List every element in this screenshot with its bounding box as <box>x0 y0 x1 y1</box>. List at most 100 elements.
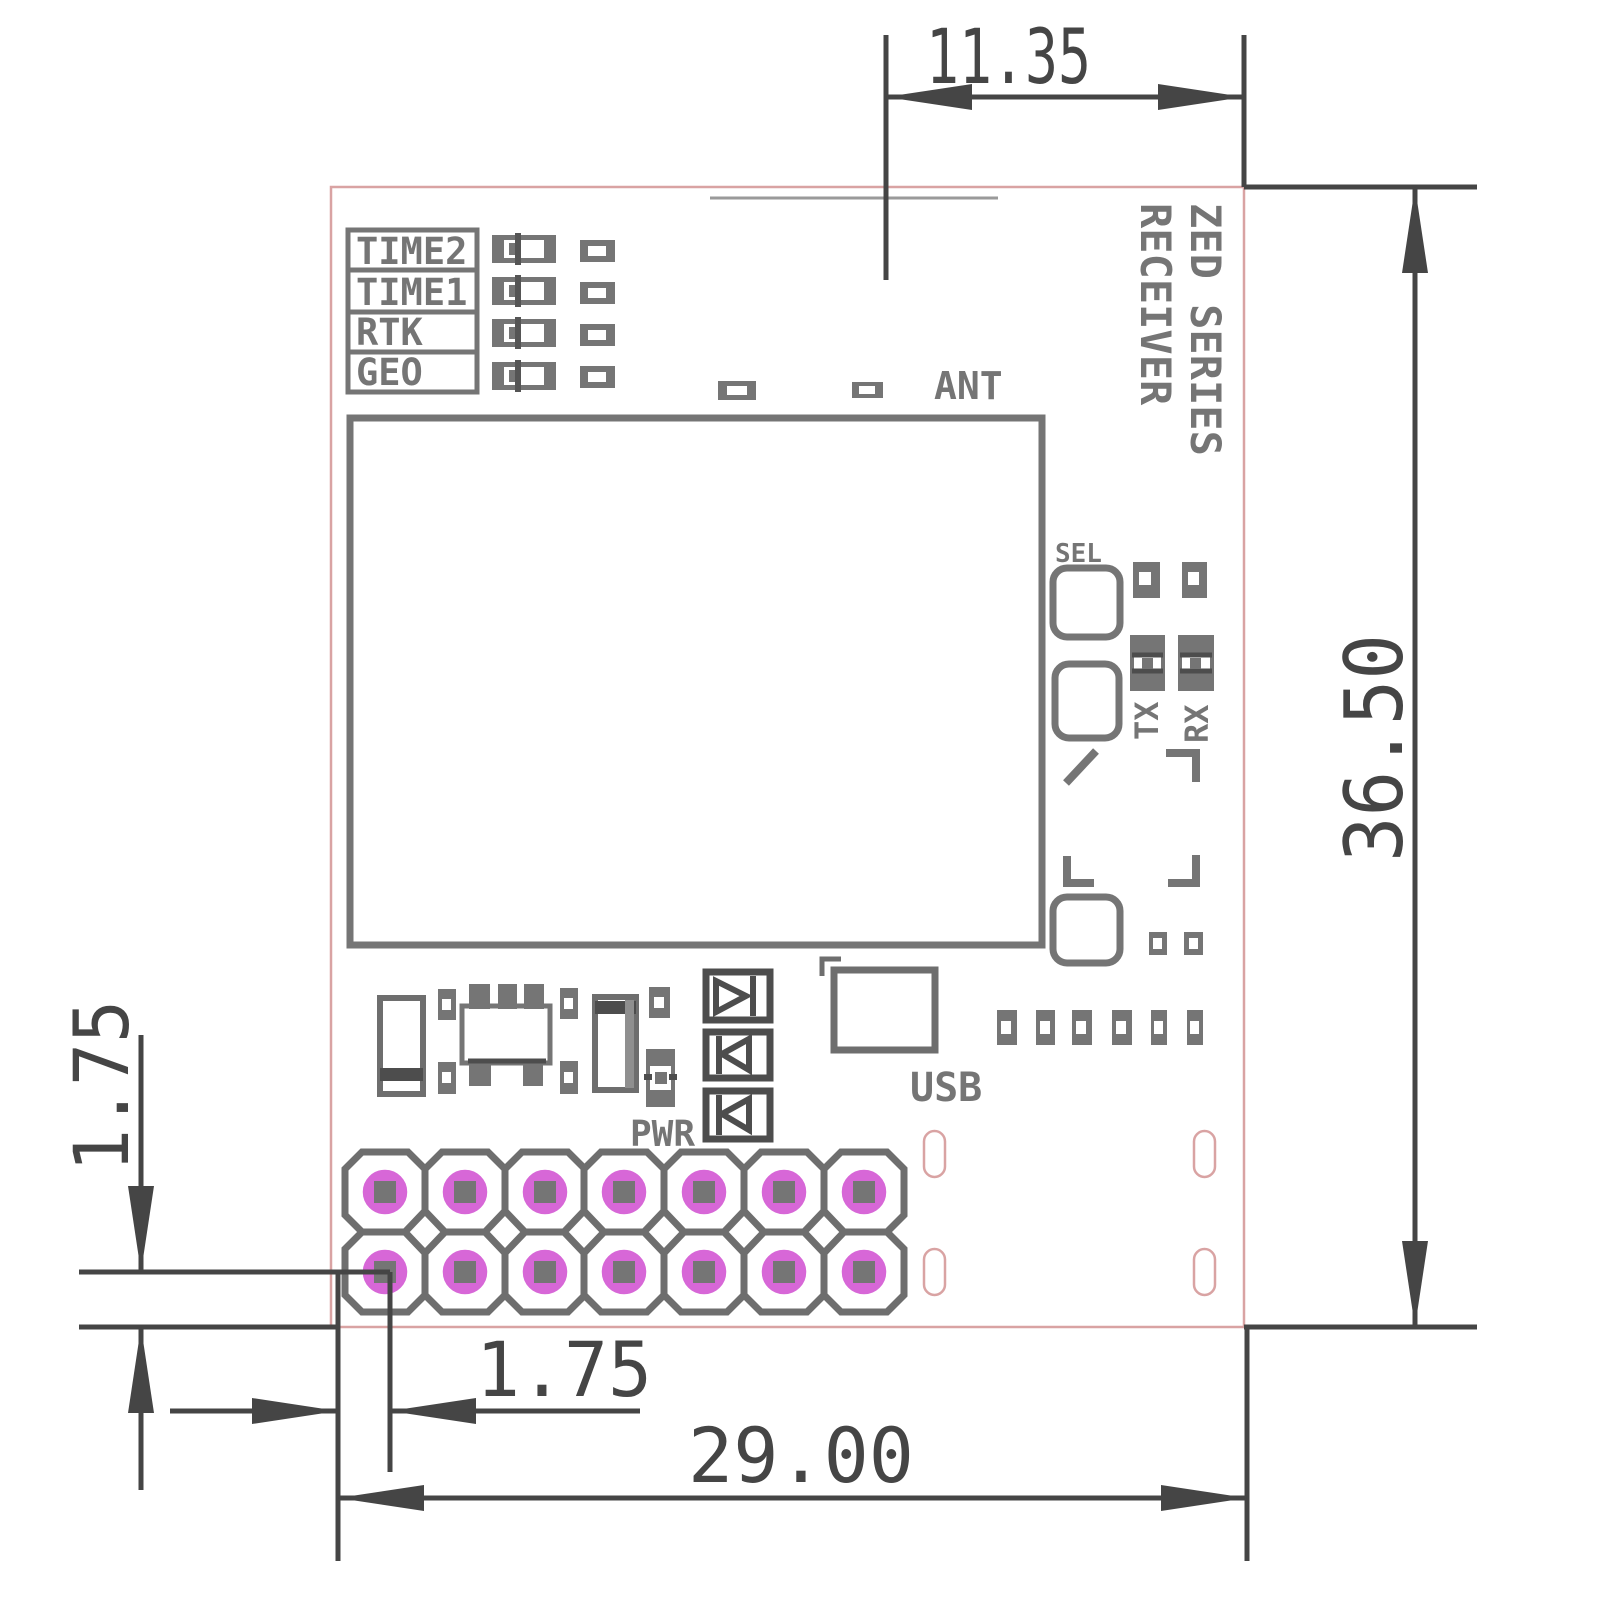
component-band <box>1132 673 1163 689</box>
arrowhead <box>1402 1241 1428 1327</box>
dimension-board-width: 29.00 <box>338 1327 1250 1561</box>
led-pad <box>492 317 556 349</box>
smd-pad-hole <box>1116 1021 1126 1034</box>
dimension-value: 29.00 <box>688 1411 914 1500</box>
smd-pad-hole <box>1040 1021 1050 1034</box>
capacitor <box>592 994 639 1093</box>
board-outline <box>329 185 1246 1329</box>
diode-triangle <box>715 1033 752 1076</box>
diode <box>702 968 774 1024</box>
smd-pad-hole <box>1188 572 1199 585</box>
tx-label: TX <box>1128 701 1166 740</box>
dimension-layer: 11.35 36.50 1.75 <box>57 12 1477 1561</box>
button-pad <box>1049 893 1124 967</box>
arrowhead <box>390 1398 476 1424</box>
diode <box>702 1028 774 1082</box>
corner-mark <box>1166 749 1200 782</box>
sel-button <box>1049 564 1124 641</box>
board-title-line1: ZED SERIES <box>1181 203 1230 456</box>
led-label-table: TIME2 TIME1 RTK GEO <box>345 227 480 395</box>
regulator-sot23 <box>459 984 553 1086</box>
component-band <box>1132 637 1163 653</box>
arrowhead <box>1158 84 1244 110</box>
led-label-geo: GEO <box>356 351 423 394</box>
silk-slash-mark <box>1063 748 1099 786</box>
arrowhead <box>252 1398 338 1424</box>
dimension-antenna-offset: 11.35 <box>883 12 1247 280</box>
dimension-value: 1.75 <box>476 1325 652 1414</box>
diode-body <box>702 968 774 1024</box>
capacitor <box>377 995 426 1097</box>
led-pad <box>492 233 556 265</box>
smd-pad-hole <box>442 999 451 1010</box>
component-band <box>1180 637 1212 653</box>
rx-label: RX <box>1178 704 1216 743</box>
mount-slot <box>1192 1247 1217 1297</box>
component-dot <box>1142 658 1153 669</box>
capacitor-stripe <box>380 1068 423 1081</box>
dimension-value: 36.50 <box>1328 634 1421 862</box>
smd-pad-hole <box>1153 938 1162 949</box>
component-dot <box>1190 658 1201 669</box>
resistor-pad <box>580 324 615 346</box>
led-label-time1: TIME1 <box>356 271 467 314</box>
smd-pad-hole <box>1001 1021 1011 1034</box>
diode-triangle <box>713 976 753 1017</box>
diode <box>702 1087 774 1143</box>
capacitor-shade <box>625 1000 634 1088</box>
usb-connector <box>830 966 939 1054</box>
tx-resistor <box>1130 635 1165 691</box>
rx-resistor <box>1178 635 1214 691</box>
regulator-pin <box>524 984 544 1009</box>
sel-label: SEL <box>1055 539 1102 569</box>
smd-pad-hole <box>654 997 664 1008</box>
board-title-line2: RECEIVER <box>1131 203 1180 406</box>
led-label-time2: TIME2 <box>356 230 467 273</box>
arrowhead <box>128 1327 154 1413</box>
led-pad <box>492 275 556 307</box>
smd-pad-hole <box>1076 1021 1086 1034</box>
dimension-board-height: 36.50 <box>1244 184 1477 1330</box>
mount-slot <box>922 1247 947 1297</box>
led-label-rtk: RTK <box>356 311 424 354</box>
regulator-pin <box>469 1061 491 1086</box>
usb-corner-mark <box>819 956 841 976</box>
arrowhead <box>1402 187 1428 273</box>
pwr-label: PWR <box>630 1114 695 1155</box>
smd-pad-hole <box>564 1072 573 1083</box>
mount-slot <box>922 1129 947 1179</box>
corner-mark <box>1168 855 1200 887</box>
regulator-pin <box>469 984 490 1009</box>
resistor-pad <box>580 240 615 262</box>
pin-header <box>345 1152 904 1312</box>
smd-pad-hole <box>1139 572 1151 585</box>
resistor-pad <box>580 282 615 304</box>
dimension-value: 1.75 <box>57 1000 146 1172</box>
dimension-pin-col-offset: 1.75 <box>170 1272 652 1561</box>
resistor-pad <box>580 366 615 388</box>
arrowhead <box>128 1186 154 1272</box>
pad-dot <box>655 1072 667 1084</box>
corner-mark <box>1063 856 1094 887</box>
component-band <box>1180 673 1212 689</box>
smd-pad-hole <box>1190 1021 1199 1034</box>
ant-pad-hole <box>727 386 747 395</box>
usb-pad-row <box>997 1010 1203 1045</box>
button-pad <box>1051 660 1123 742</box>
regulator-pin <box>523 1061 543 1086</box>
silkscreen-layer: TIME2 TIME1 RTK GEO ANT SEL <box>345 196 1230 1155</box>
arrowhead <box>1161 1485 1247 1511</box>
smd-pad-hole <box>564 998 573 1009</box>
ant-label: ANT <box>934 364 1003 408</box>
smd-pad-hole <box>1154 1021 1163 1034</box>
mount-slot <box>1192 1129 1217 1179</box>
diode-body <box>702 1087 774 1143</box>
diode-body <box>702 1028 774 1082</box>
through-hole-pad <box>644 1049 677 1107</box>
dimension-value: 11.35 <box>926 12 1091 101</box>
usb-label: USB <box>910 1065 982 1111</box>
smd-pad-hole <box>1189 938 1198 949</box>
ant-pad-hole <box>859 386 875 394</box>
